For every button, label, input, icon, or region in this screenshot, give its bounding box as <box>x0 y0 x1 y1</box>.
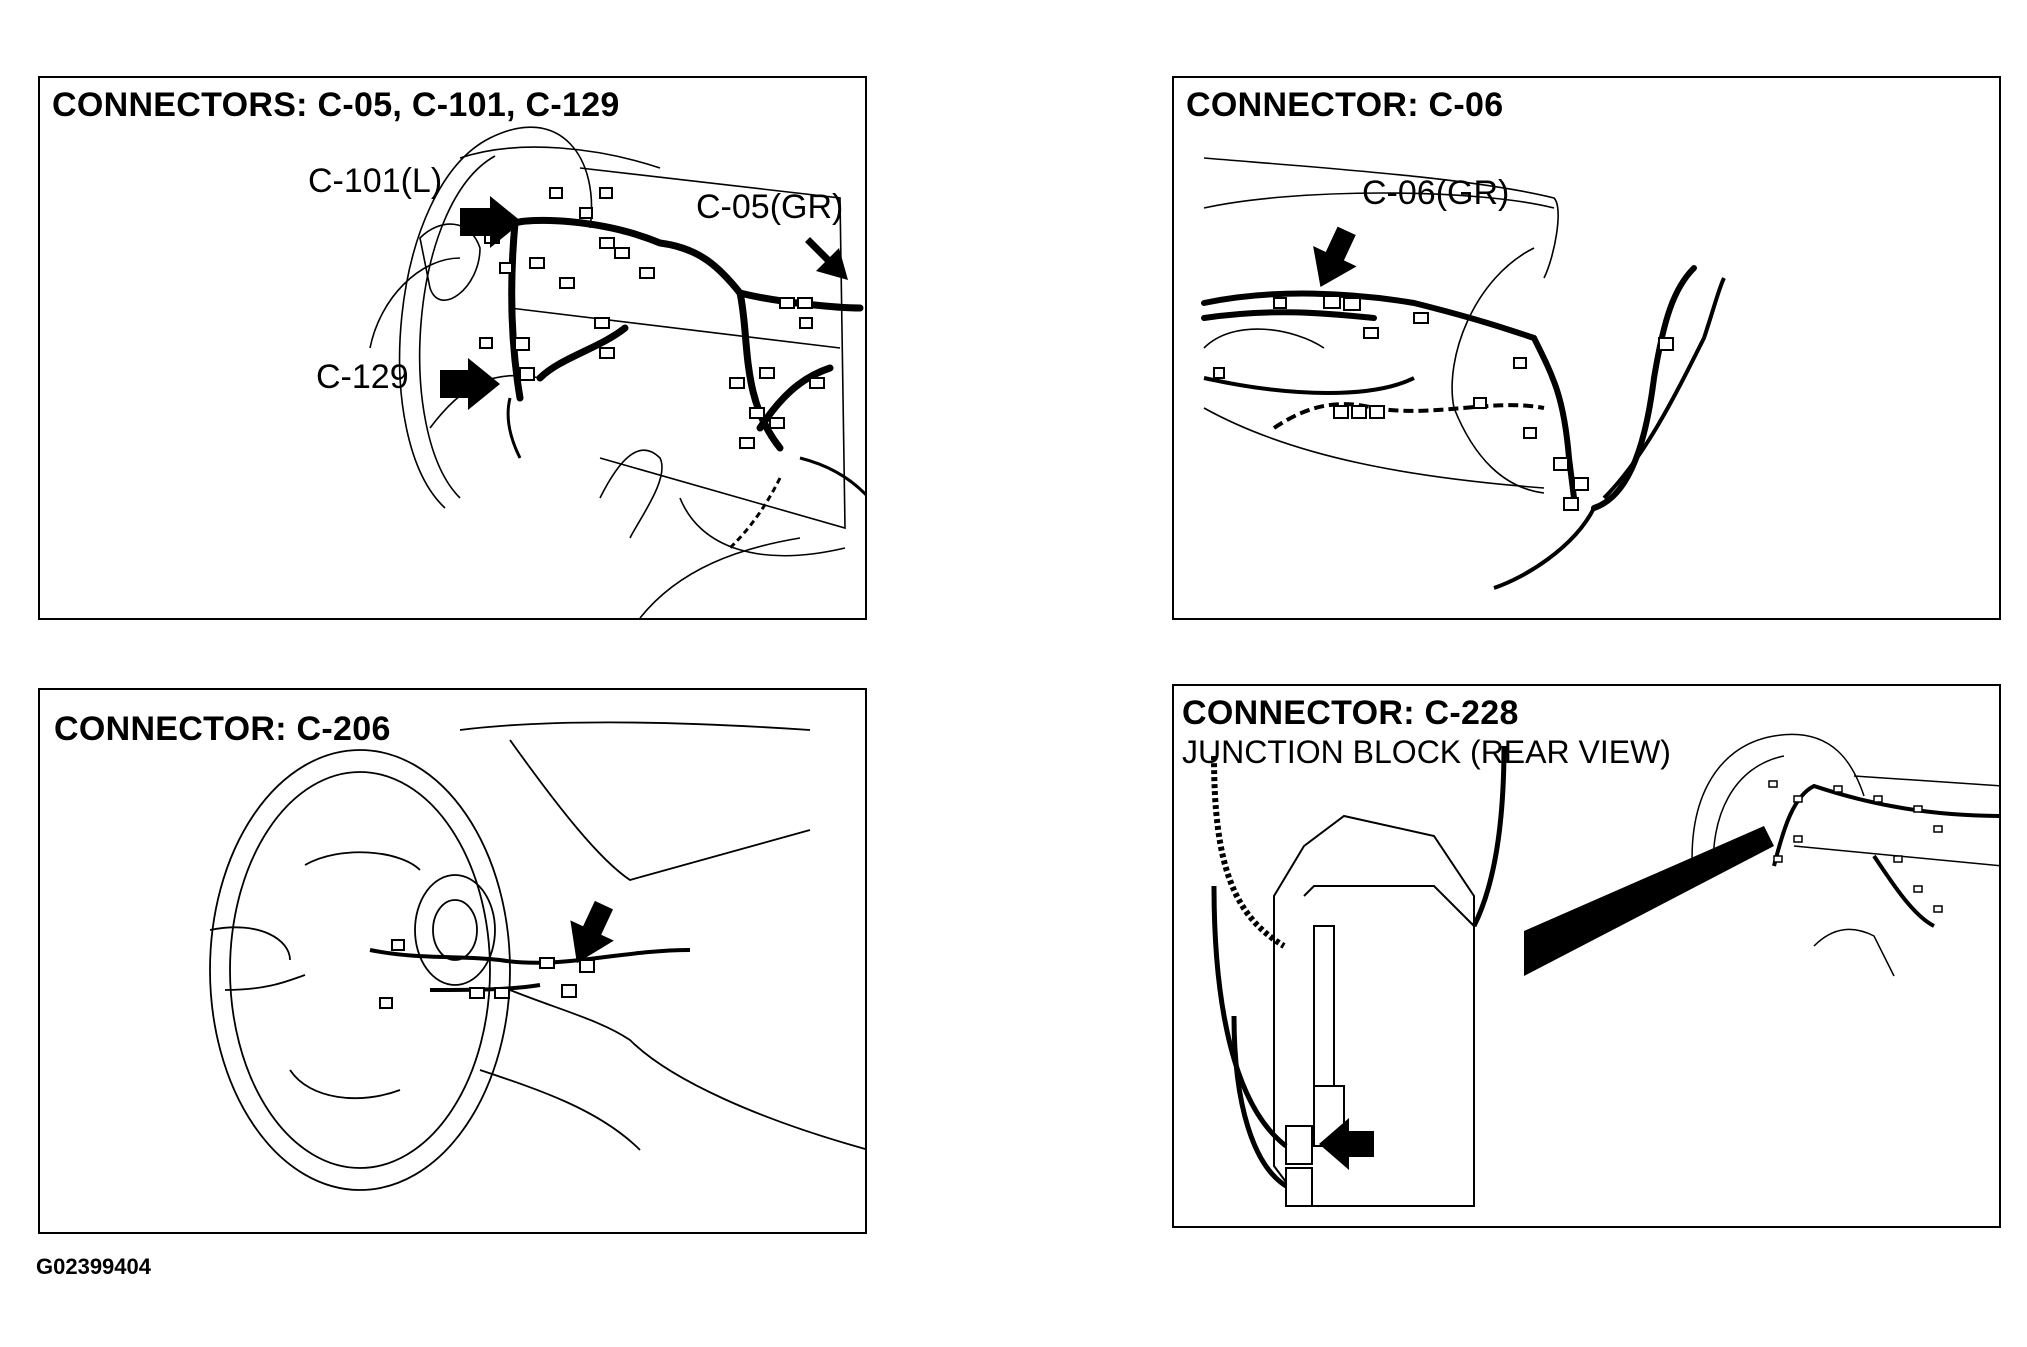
steering-wheel-icon <box>209 721 865 1191</box>
passenger-dash-harness-illustration <box>1201 157 1726 590</box>
panel-title: CONNECTOR: C-206 <box>54 710 391 748</box>
panel-subtitle: JUNCTION BLOCK (REAR VIEW) <box>1182 734 1671 770</box>
pointer-arrow-icon <box>570 900 614 964</box>
panel-connector-c06: CONNECTOR: C-06 <box>1172 76 2001 620</box>
pointer-arrow-icon <box>440 196 848 410</box>
junction-block-illustration <box>1211 733 1999 1207</box>
connector-icon <box>379 939 595 1009</box>
figure-id: G02399404 <box>36 1254 151 1279</box>
label-c06: C-06(GR) <box>1362 174 1510 212</box>
connector-icon <box>1768 780 1943 913</box>
label-c129: C-129 <box>316 358 409 396</box>
panel-title: CONNECTOR: C-06 <box>1186 86 1504 124</box>
junction-block-icon <box>1273 814 1475 1207</box>
panel-title: CONNECTOR: C-228 <box>1182 694 1519 732</box>
panel-connector-c206: CONNECTOR: C-206 <box>38 688 867 1234</box>
label-c05: C-05(GR) <box>696 188 844 226</box>
pointer-arrow-icon <box>1319 1118 1374 1170</box>
label-c101: C-101(L) <box>308 162 443 200</box>
dashboard-harness-illustration <box>369 126 865 618</box>
steering-column-illustration <box>209 721 865 1191</box>
panel-connector-c228: CONNECTOR: C-228 JUNCTION BLOCK (REAR VI… <box>1172 684 2001 1228</box>
connector-icon <box>1213 295 1674 511</box>
connector-icon <box>479 187 825 449</box>
panel-title: CONNECTORS: C-05, C-101, C-129 <box>52 86 620 124</box>
pointer-arrow-icon <box>1313 226 1357 288</box>
zoom-wedge <box>1524 826 1774 976</box>
panel-connectors-c05-c101-c129: CONNECTORS: C-05, C-101, C-129 <box>38 76 867 620</box>
